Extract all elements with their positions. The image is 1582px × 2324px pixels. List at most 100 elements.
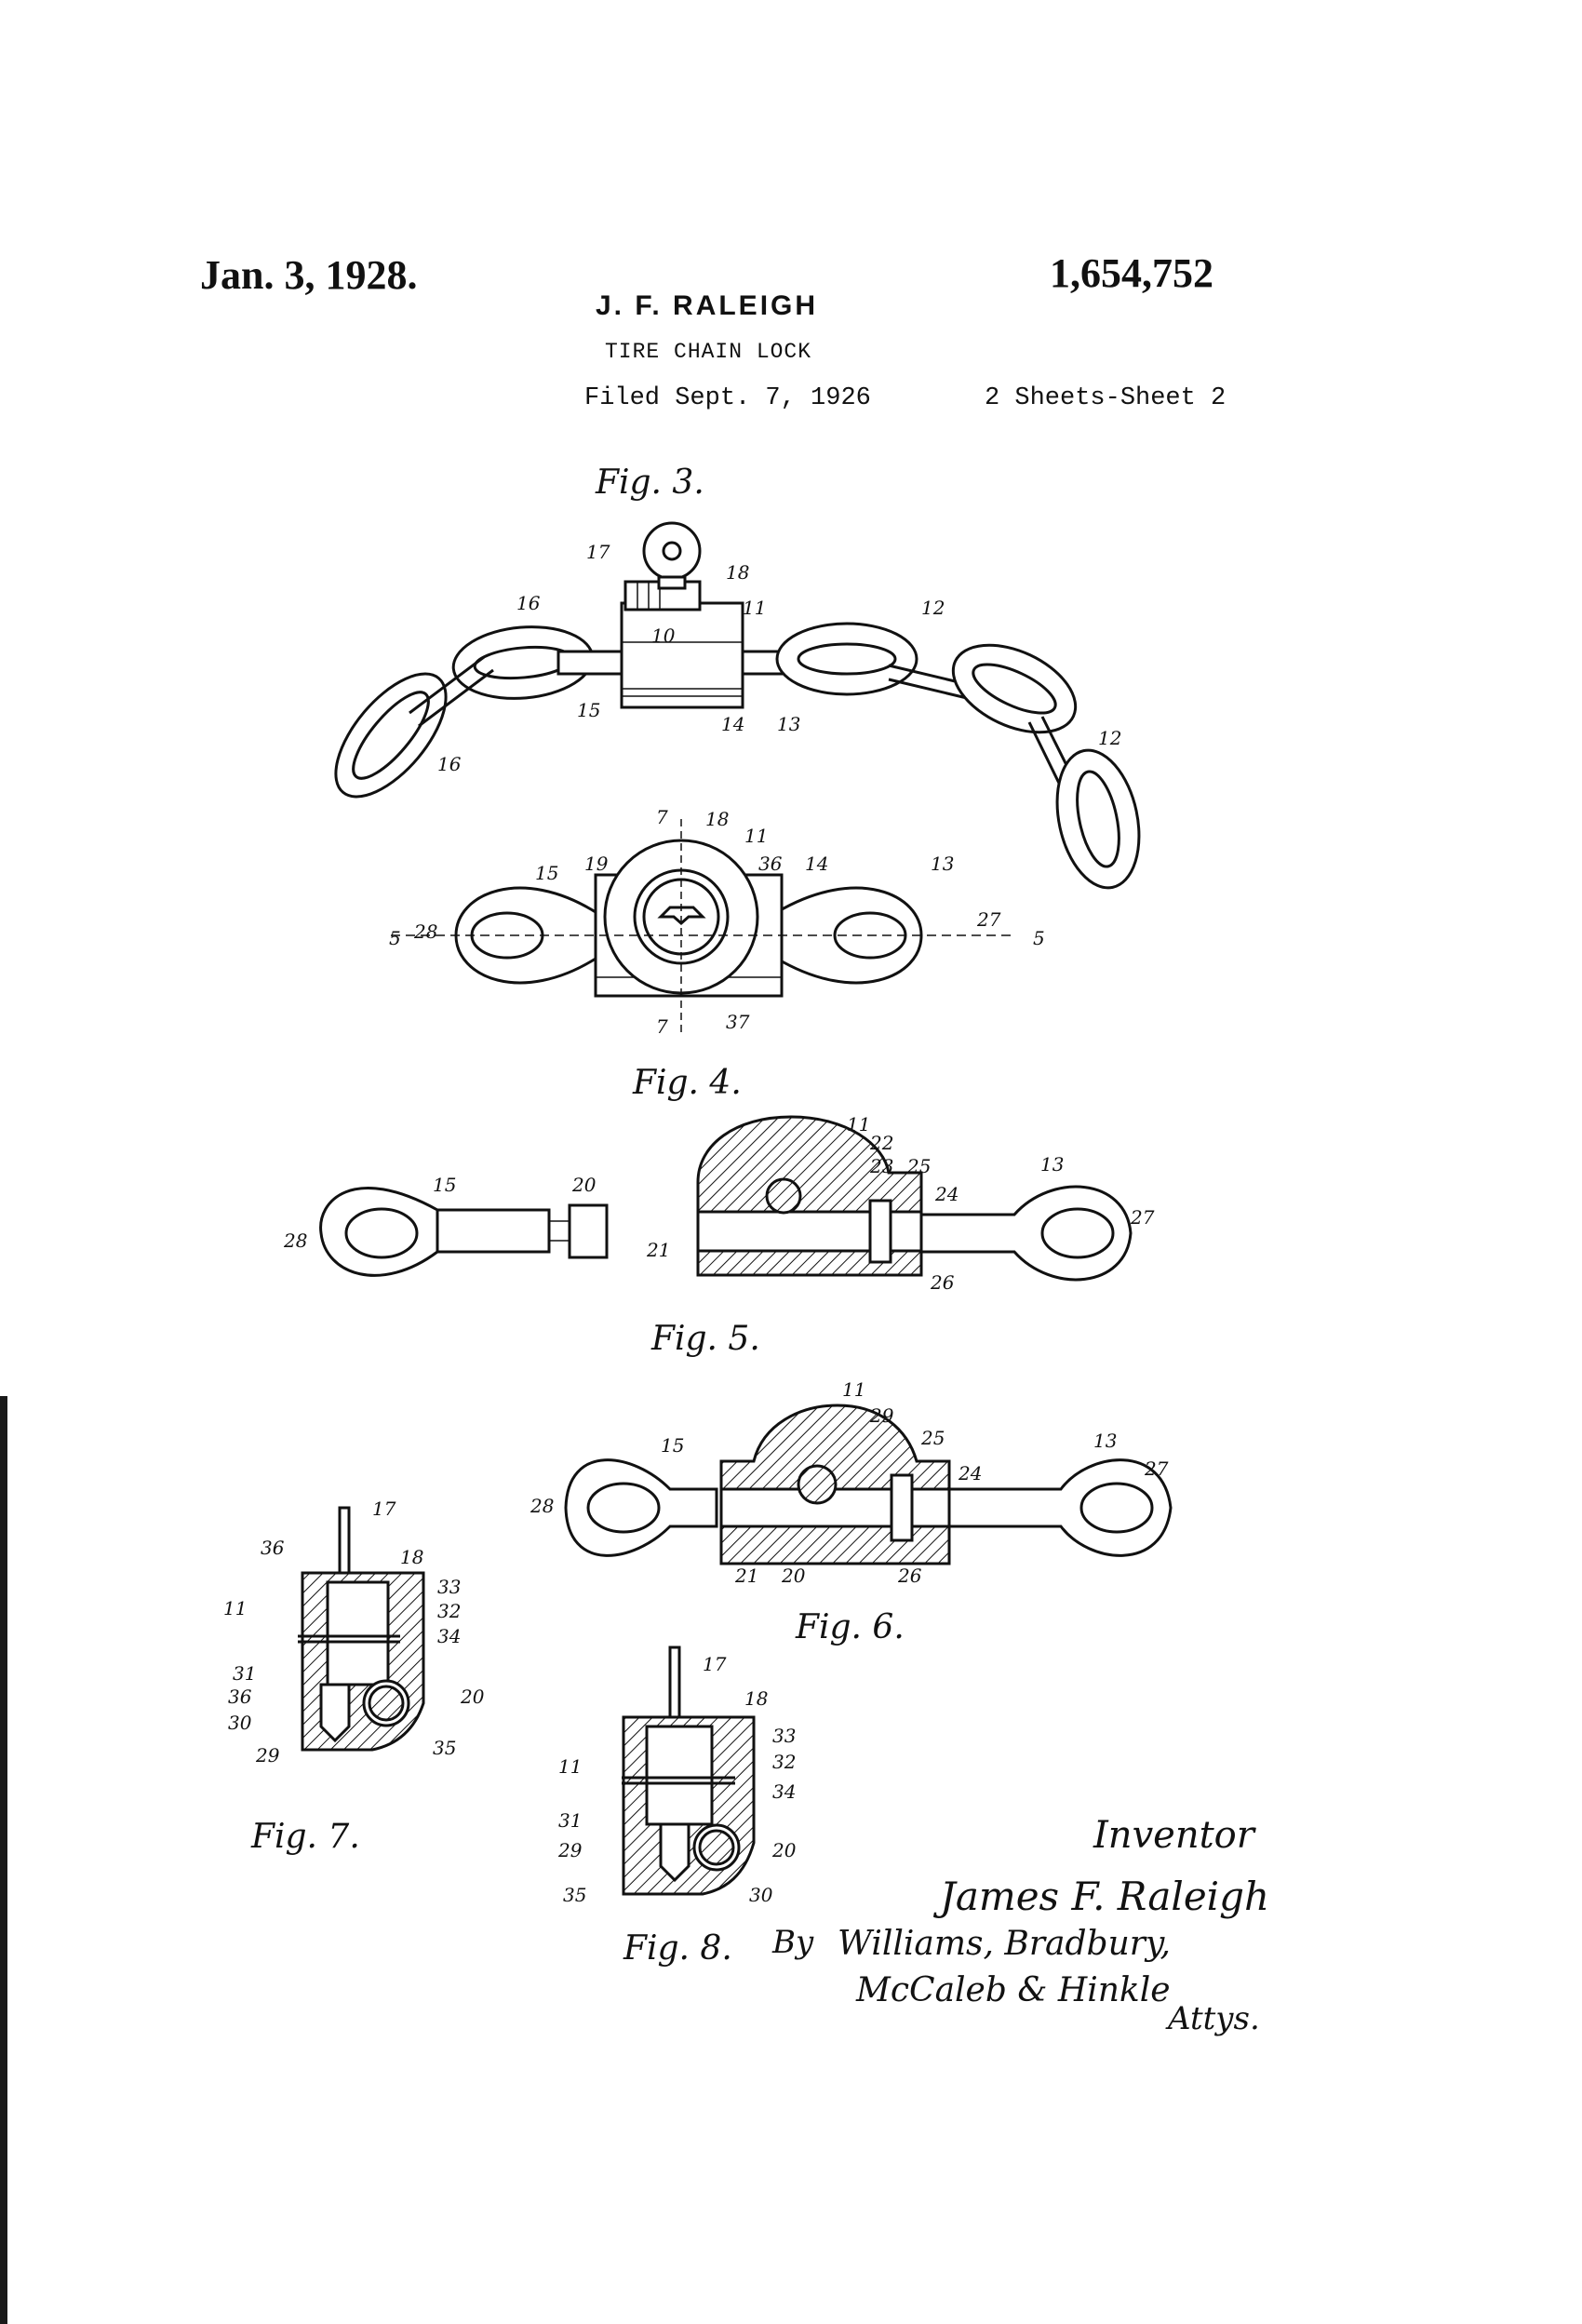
- numeral: 25: [906, 1155, 931, 1177]
- numeral: 29: [557, 1839, 583, 1861]
- numeral: 5: [1033, 927, 1045, 949]
- numeral: 21: [646, 1239, 670, 1261]
- numeral: 18: [400, 1546, 423, 1568]
- figure-3-drawing: Fig. 3.: [334, 463, 1141, 890]
- by-label: By: [771, 1924, 814, 1961]
- numeral: 31: [233, 1662, 256, 1685]
- numeral: 34: [437, 1625, 461, 1647]
- numeral: 19: [584, 853, 609, 875]
- numeral: 7: [656, 1015, 668, 1038]
- numeral: 16: [437, 753, 462, 775]
- numeral: 23: [869, 1155, 893, 1177]
- numeral: 32: [437, 1600, 461, 1622]
- scan-edge: [0, 1396, 7, 2324]
- numeral: 17: [372, 1498, 396, 1520]
- figure-8-drawing: 17 18 33 11 32 34 31 29 20 35 30 Fig. 8.: [557, 1646, 797, 1968]
- inventor-name: J. F. RALEIGH: [596, 290, 819, 321]
- numeral: 17: [586, 541, 610, 563]
- numeral: 13: [777, 713, 800, 735]
- patent-date: Jan. 3, 1928.: [200, 252, 418, 298]
- attorneys-line-1: Williams, Bradbury,: [838, 1925, 1171, 1963]
- eye-right-fig6: [947, 1458, 1173, 1557]
- inventor-heading: Inventor: [1093, 1814, 1257, 1857]
- numeral: 33: [772, 1725, 796, 1747]
- numeral: 11: [842, 1378, 865, 1401]
- numeral: 35: [563, 1884, 586, 1906]
- numeral: 27: [976, 908, 1001, 931]
- figure-4-caption: Fig. 4.: [632, 1064, 742, 1102]
- numeral: 20: [571, 1174, 597, 1196]
- numeral: 11: [743, 597, 766, 619]
- numeral: 36: [758, 853, 783, 875]
- numeral: 11: [558, 1755, 582, 1778]
- numeral: 34: [772, 1780, 796, 1803]
- patent-number: 1,654,752: [1050, 250, 1213, 296]
- numeral: 27: [1130, 1206, 1155, 1229]
- numeral: 20: [771, 1839, 797, 1861]
- numeral: 10: [651, 625, 676, 647]
- numeral: 24: [958, 1462, 982, 1484]
- numeral: 35: [433, 1737, 456, 1759]
- attorneys-suffix: Attys.: [1165, 2000, 1260, 2037]
- numeral: 15: [433, 1174, 456, 1196]
- numeral: 14: [805, 853, 828, 875]
- figure-8-caption: Fig. 8.: [623, 1929, 732, 1968]
- numeral: 25: [920, 1427, 945, 1449]
- numeral: 14: [721, 713, 744, 735]
- numeral: 11: [847, 1113, 870, 1135]
- numeral: 18: [744, 1687, 768, 1710]
- numeral: 28: [413, 920, 437, 943]
- chain-link-left-outer: [334, 672, 448, 799]
- numeral: 36: [261, 1537, 285, 1559]
- numeral: 31: [558, 1809, 582, 1832]
- numeral: 20: [781, 1565, 806, 1587]
- numeral: 13: [1040, 1153, 1064, 1175]
- chain-link-right-2: [951, 643, 1078, 734]
- numeral: 26: [930, 1271, 955, 1294]
- numeral: 13: [931, 853, 954, 875]
- signature-block: Inventor James F. Raleigh By Williams, B…: [771, 1814, 1269, 2037]
- figure-5-caption: Fig. 5.: [650, 1320, 760, 1358]
- numeral: 29: [255, 1744, 280, 1767]
- numeral: 17: [703, 1653, 727, 1675]
- numeral: 18: [726, 561, 749, 584]
- figure-3-caption: Fig. 3.: [595, 463, 704, 502]
- numeral: 11: [223, 1597, 247, 1619]
- attorneys-line-2: McCaleb & Hinkle: [855, 1971, 1171, 2009]
- numeral: 26: [897, 1565, 922, 1587]
- key-fig3: [642, 521, 702, 590]
- eye-left-fig5: [319, 1187, 439, 1277]
- eye-left-fig6: [564, 1458, 718, 1557]
- numeral: 28: [283, 1229, 307, 1252]
- numeral: 7: [656, 806, 668, 828]
- numeral: 30: [228, 1712, 252, 1734]
- figure-6-drawing: 11 29 25 15 24 13 28 27 21 20 26 Fig. 6.: [530, 1378, 1173, 1646]
- numeral: 15: [535, 862, 558, 884]
- numeral: 27: [1144, 1458, 1169, 1480]
- numeral: 29: [869, 1404, 894, 1427]
- numeral: 15: [661, 1434, 684, 1457]
- numeral: 13: [1093, 1430, 1117, 1452]
- sheet-count: 2 Sheets-Sheet 2: [985, 384, 1227, 412]
- numeral: 18: [705, 808, 729, 830]
- figure-5-drawing: 11 22 23 25 15 20 24 13 28 21 27 26 Fig.…: [283, 1113, 1155, 1358]
- numeral: 37: [726, 1011, 750, 1033]
- numeral: 33: [437, 1576, 461, 1598]
- figure-7-caption: Fig. 7.: [250, 1818, 360, 1856]
- numeral: 11: [744, 825, 768, 847]
- numeral: 24: [934, 1183, 959, 1205]
- figure-4-drawing: 7 18 11 15 19 36 14 13 5 28 27 5 7 37 Fi…: [389, 806, 1045, 1102]
- numeral: 30: [749, 1884, 773, 1906]
- numeral: 22: [869, 1132, 893, 1154]
- chain-link-right-3: [1055, 748, 1141, 890]
- numeral: 12: [1098, 727, 1121, 749]
- patent-title: TIRE CHAIN LOCK: [605, 340, 812, 364]
- numeral: 15: [577, 699, 600, 721]
- numeral: 36: [228, 1686, 252, 1708]
- numeral: 16: [516, 592, 541, 614]
- numeral: 20: [460, 1686, 485, 1708]
- numeral: 5: [389, 927, 401, 949]
- lock-body-fig3: [620, 580, 744, 709]
- numeral: 21: [734, 1565, 758, 1587]
